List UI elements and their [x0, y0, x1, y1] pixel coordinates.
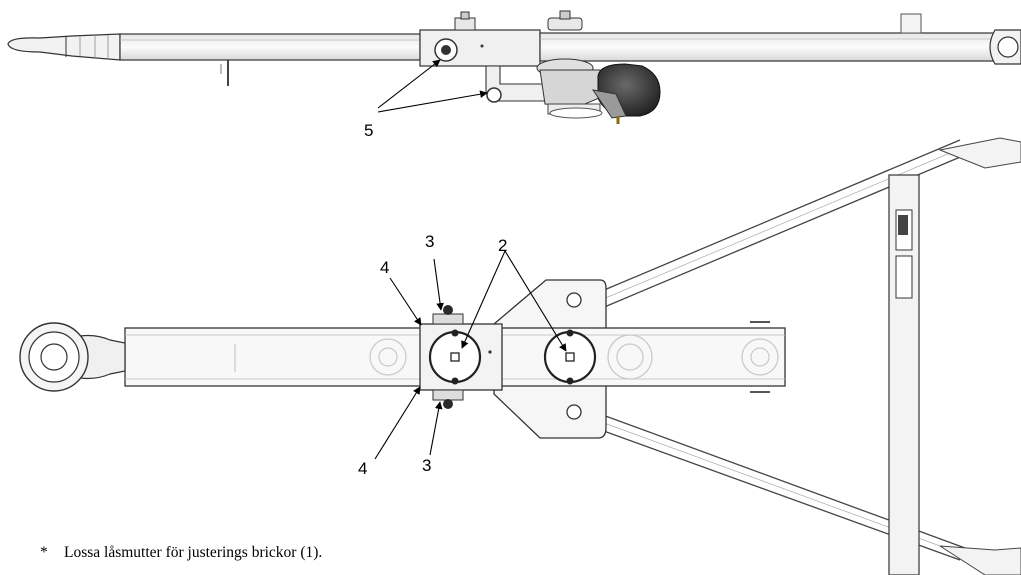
callout-label-5: 5	[364, 121, 373, 140]
instruction-note: * Lossa låsmutter för justerings brickor …	[40, 544, 322, 562]
side-tow-eye	[7, 33, 121, 61]
tow-eye	[79, 334, 126, 380]
callout-arrows	[374, 59, 567, 460]
side-main-beam	[539, 32, 996, 62]
side-view	[7, 10, 1021, 124]
top-view	[19, 137, 1021, 575]
note-text: Lossa låsmutter för justerings brickor (…	[64, 544, 323, 561]
callout-label-4-bottom: 4	[358, 459, 367, 478]
callout-label-4-top: 4	[380, 258, 389, 277]
side-inner-tube	[119, 33, 421, 61]
callout-label-2: 2	[498, 236, 507, 255]
callout-label-3-bottom: 3	[422, 456, 431, 475]
callout-label-3-top: 3	[425, 232, 434, 251]
note-bullet: *	[40, 544, 48, 561]
